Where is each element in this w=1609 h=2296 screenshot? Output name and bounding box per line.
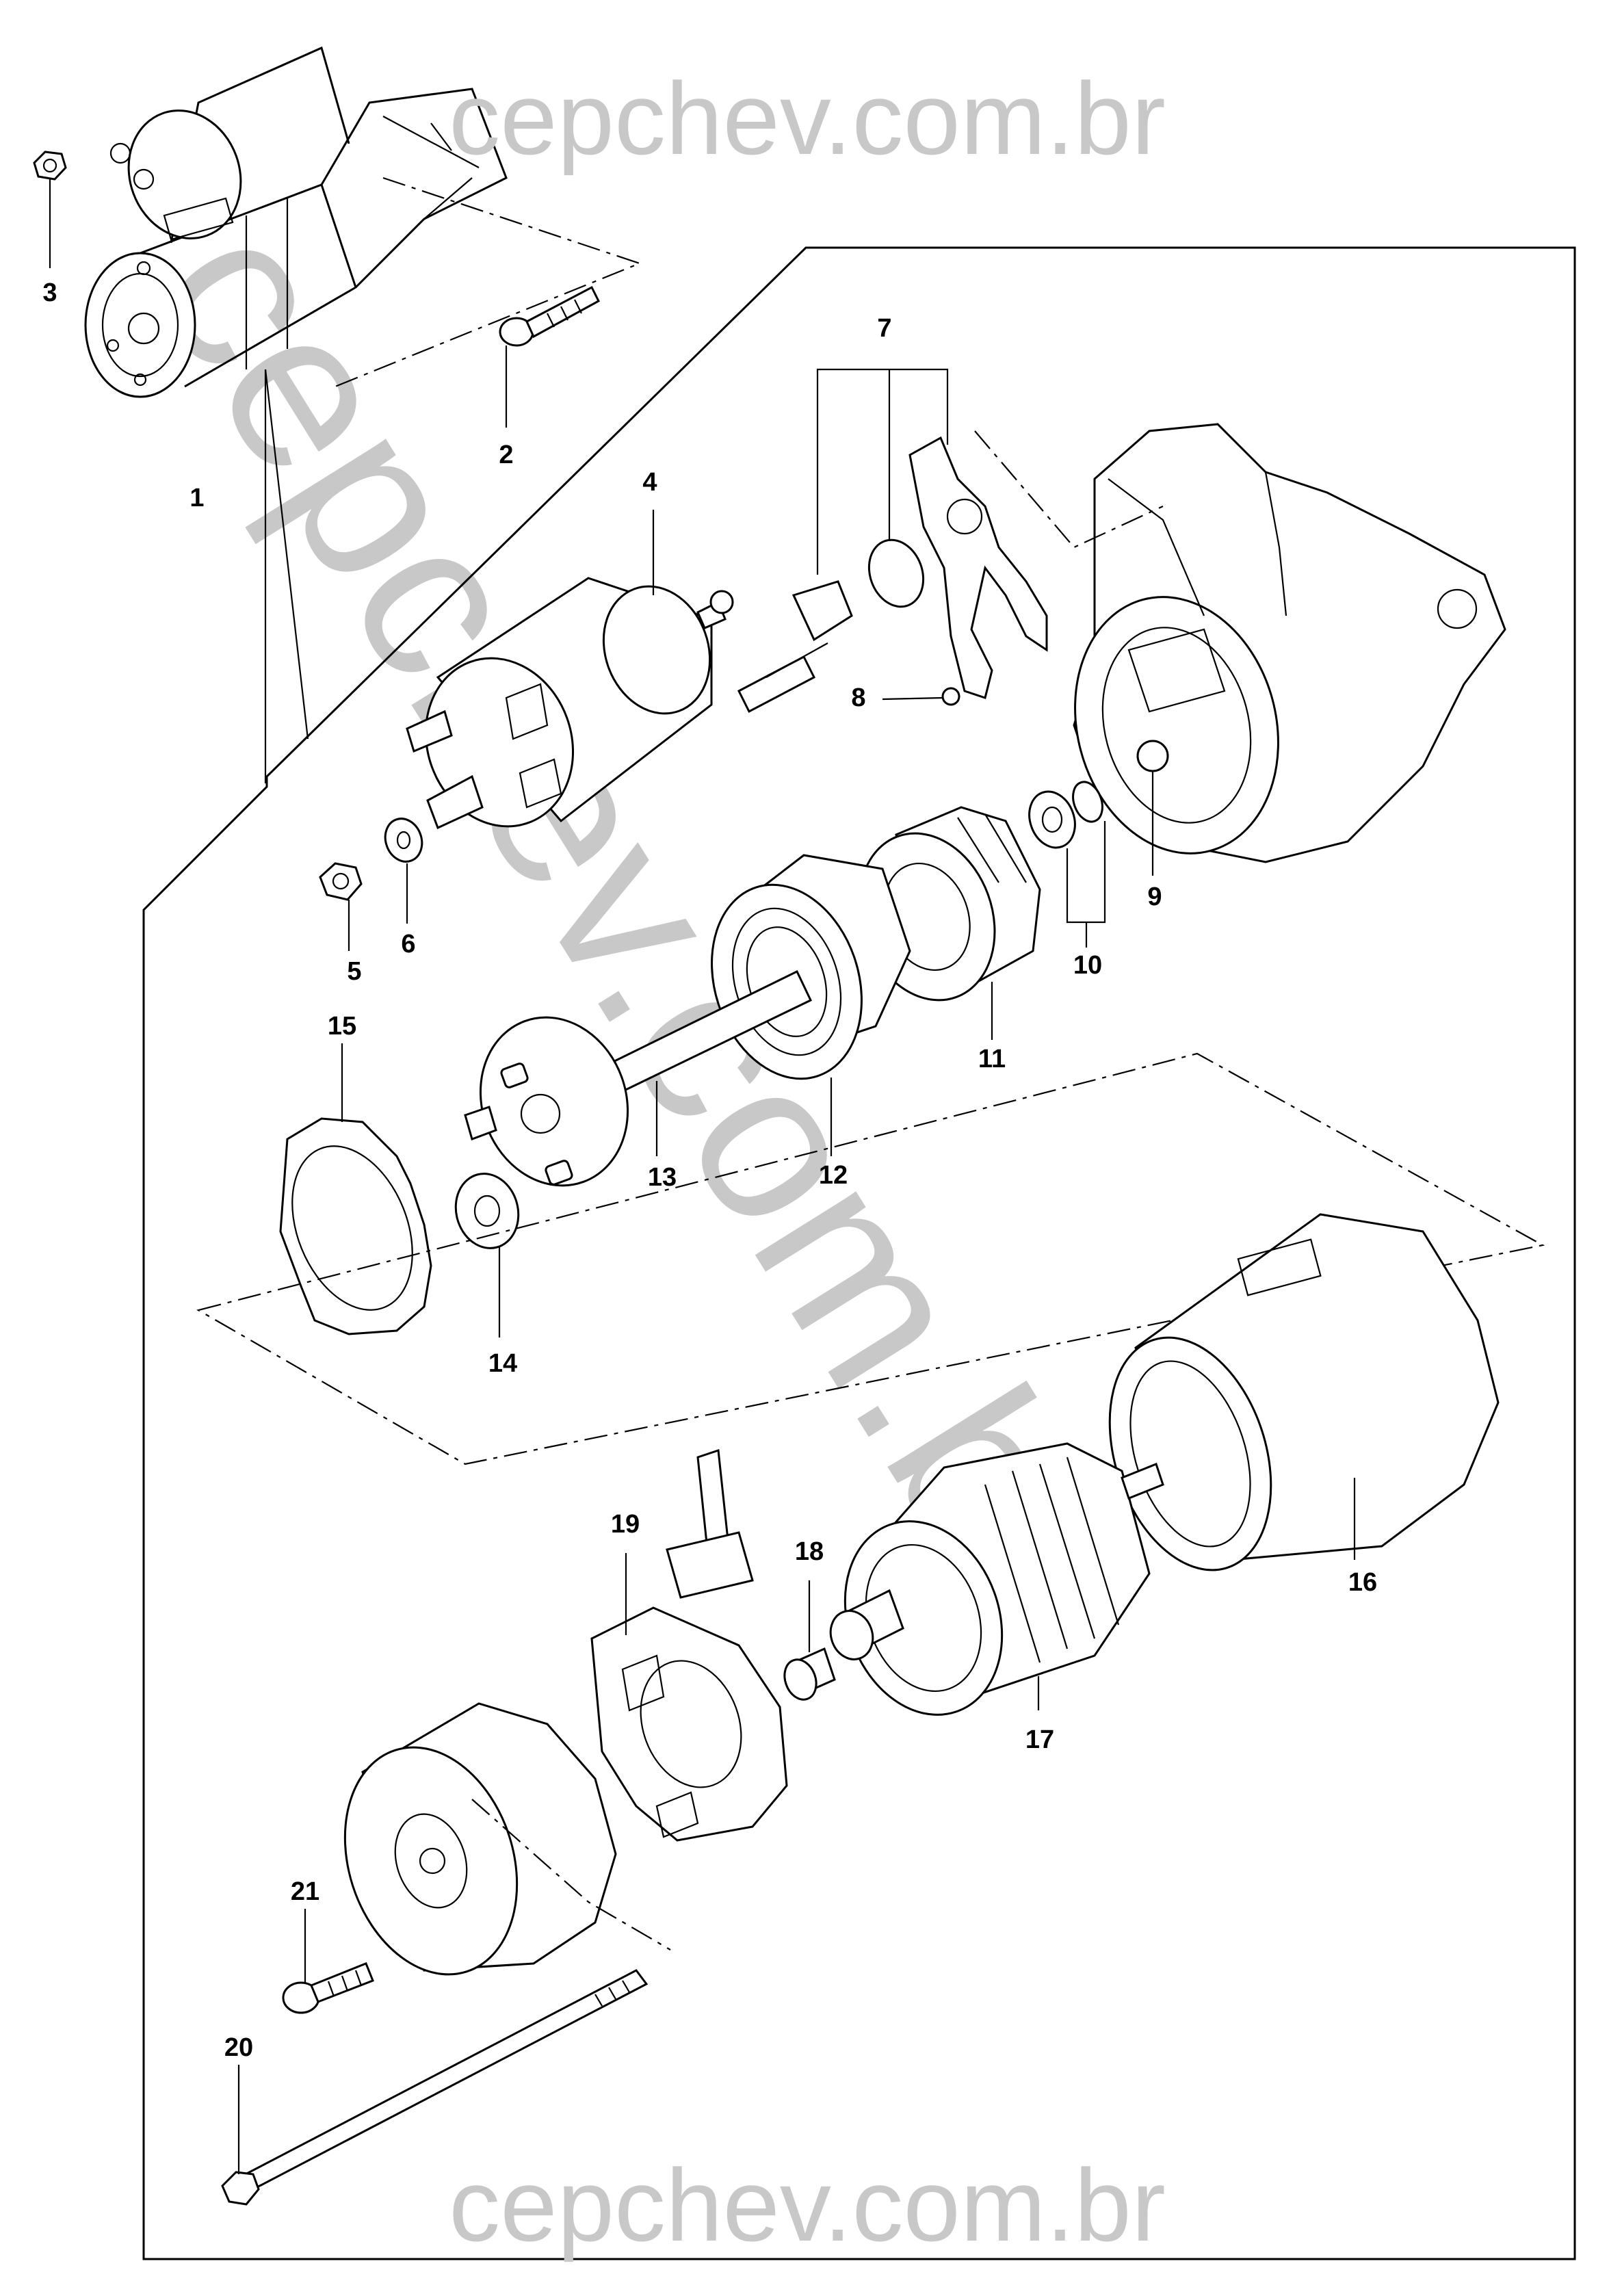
- plug-part-7: [867, 538, 925, 608]
- leader-line: [882, 696, 943, 701]
- label-18: 18: [795, 1537, 824, 1566]
- exploded-view-boundary: [142, 246, 1576, 2260]
- screw-part-21: [282, 1962, 374, 2014]
- gear-set-dash-plane: [196, 1052, 1545, 1465]
- starter-motor-assembly: [84, 46, 508, 398]
- yoke-part-16: [1108, 1213, 1500, 1571]
- assembly-dash-line: [335, 177, 642, 388]
- label-15: 15: [328, 1012, 356, 1041]
- label-16: 16: [1348, 1568, 1377, 1597]
- label-11: 11: [978, 1045, 1006, 1073]
- nut-part-5: [319, 862, 363, 901]
- solenoid-part-4: [406, 577, 734, 830]
- bearing-part-10: [1028, 781, 1103, 849]
- rear-cover: [343, 1702, 617, 1976]
- label-8: 8: [851, 683, 865, 712]
- label-10: 10: [1073, 951, 1102, 980]
- lever-dash-line: [974, 430, 1164, 549]
- cover-dash-line: [471, 1799, 671, 1951]
- label-17: 17: [1025, 1725, 1054, 1754]
- drive-housing-part-9: [1073, 423, 1506, 863]
- label-9: 9: [1147, 883, 1162, 911]
- label-21: 21: [291, 1877, 319, 1906]
- shaft-part-13: [464, 969, 812, 1187]
- label-20: 20: [224, 2033, 253, 2062]
- callout-line: [264, 369, 309, 740]
- label-12: 12: [819, 1161, 848, 1190]
- label-6: 6: [401, 930, 415, 958]
- label-1: 1: [189, 484, 204, 512]
- washer-part-6: [384, 818, 423, 863]
- planet-gear-part-14: [454, 1173, 520, 1249]
- label-2: 2: [499, 441, 513, 469]
- through-bolt-part-20: [221, 1969, 649, 2206]
- nut-part-3: [33, 151, 67, 181]
- plunger-part-7: [737, 580, 853, 714]
- watermark-bottom: cepchev.com.br: [449, 2148, 1166, 2262]
- label-5: 5: [347, 957, 361, 986]
- label-7: 7: [877, 314, 891, 343]
- label-14: 14: [488, 1349, 517, 1378]
- ball-part-8: [941, 687, 960, 706]
- shift-lever-part-7: [908, 436, 1048, 699]
- bearing-part-18: [783, 1647, 836, 1701]
- packing-part-15: [279, 1117, 432, 1335]
- label-13: 13: [648, 1163, 677, 1192]
- label-4: 4: [642, 468, 657, 497]
- watermark-top: cepchev.com.br: [449, 61, 1166, 176]
- label-3: 3: [42, 278, 57, 307]
- bracket-part-7: [816, 368, 949, 575]
- armature-part-17: [829, 1442, 1164, 1716]
- brush-holder-part-19: [590, 1448, 788, 1842]
- label-19: 19: [611, 1510, 640, 1539]
- bolt-part-2: [499, 285, 600, 347]
